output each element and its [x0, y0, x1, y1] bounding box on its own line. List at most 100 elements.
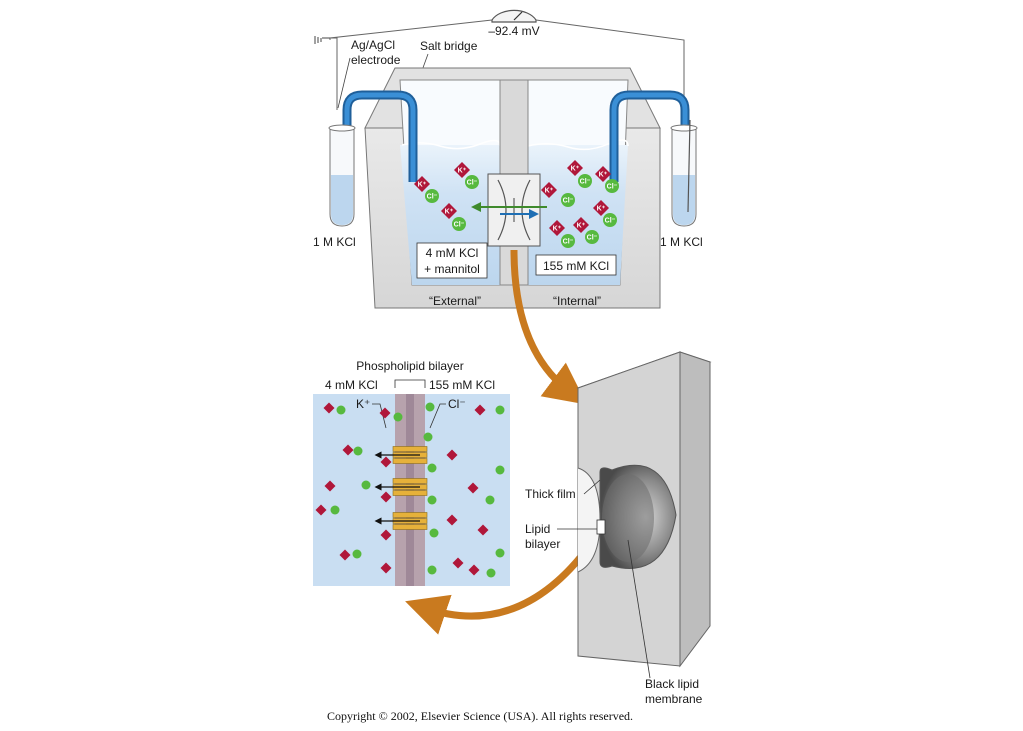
- internal-solution-box: 155 mM KCl: [535, 254, 617, 276]
- voltmeter: –92.4 mV: [488, 9, 540, 38]
- k-ion-badge-text: K⁺: [577, 223, 586, 230]
- k-channel: [392, 512, 428, 518]
- external-label: “External”: [429, 294, 481, 308]
- k-channel: [392, 490, 428, 496]
- cl-ion: [393, 412, 403, 422]
- cl-ion: [361, 480, 371, 490]
- left-tube-label: 1 M KCl: [313, 235, 356, 249]
- k-ion: [342, 444, 354, 456]
- cl-ion: [495, 465, 505, 475]
- right-concentration-label: 155 mM KCl: [429, 378, 495, 392]
- k-ion-badge: [414, 176, 430, 192]
- cl-ion: [486, 568, 496, 578]
- test-tube-right: [670, 124, 698, 227]
- zoom-arrow-down: [510, 249, 587, 405]
- cl-ion-badge: [605, 179, 619, 193]
- zoom-arrow-up: [405, 542, 593, 635]
- k-ion: [477, 524, 489, 536]
- k-ion-badge-text: K⁺: [597, 206, 606, 213]
- cl-ion-badge: [425, 189, 439, 203]
- k-ion: [467, 482, 479, 494]
- cl-ion: [352, 549, 362, 559]
- k-ion: [380, 491, 392, 503]
- k-channel: [392, 524, 428, 530]
- k-ion: [380, 456, 392, 468]
- cl-ion: [353, 446, 363, 456]
- k-ion-badge: [593, 200, 609, 216]
- cl-ion: [425, 402, 435, 412]
- internal-solution-label: 155 mM KCl: [543, 259, 609, 273]
- electrode-label-line1: Ag/AgCl: [351, 38, 395, 52]
- k-ion-badge-text: K⁺: [599, 172, 608, 179]
- cl-ion-badge: [465, 175, 479, 189]
- cl-ion: [423, 432, 433, 442]
- membrane-support-block: [576, 351, 712, 668]
- ground-icon: [314, 36, 330, 44]
- k-channel: [392, 478, 428, 484]
- k-ion-badge: [549, 220, 565, 236]
- k-ion: [380, 562, 392, 574]
- copyright-notice: Copyright © 2002, Elsevier Science (USA)…: [326, 709, 634, 723]
- k-ion-badge-text: K⁺: [553, 226, 562, 233]
- wire-right: [535, 19, 685, 120]
- cl-ion: [495, 405, 505, 415]
- cl-ion: [429, 528, 439, 538]
- cl-ion-badge-text: Cl⁻: [587, 235, 598, 242]
- cl-ion-badge-text: Cl⁻: [563, 239, 574, 246]
- cl-ion: [336, 405, 346, 415]
- cl-ion-badge-text: Cl⁻: [580, 179, 591, 186]
- k-ion-badge-text: K⁺: [418, 182, 427, 189]
- k-ion-badge-text: K⁺: [445, 209, 454, 216]
- cl-ion-label: Cl⁻: [448, 397, 466, 411]
- cl-ion-badge: [603, 213, 617, 227]
- left-concentration-label: 4 mM KCl: [325, 378, 378, 392]
- cl-ion-badge-text: Cl⁻: [467, 180, 478, 187]
- k-ion: [380, 529, 392, 541]
- cl-ion-badge: [452, 217, 466, 231]
- chamber-ions: K⁺K⁺K⁺K⁺K⁺K⁺K⁺K⁺K⁺Cl⁻Cl⁻Cl⁻Cl⁻Cl⁻Cl⁻Cl⁻C…: [414, 160, 619, 248]
- k-ion: [446, 514, 458, 526]
- phospholipid-bilayer-label: Phospholipid bilayer: [356, 359, 463, 373]
- external-solution-box: 4 mM KCl + mannitol: [416, 242, 488, 279]
- k-ion: [315, 504, 327, 516]
- lipid-bilayer-label-line2: bilayer: [525, 537, 560, 551]
- cl-ion-badge-text: Cl⁻: [427, 194, 438, 201]
- voltage-readout: –92.4 mV: [488, 24, 539, 38]
- cl-ion: [495, 548, 505, 558]
- wire-left-to-electrode: [330, 37, 338, 110]
- k-ion: [339, 549, 351, 561]
- black-lipid-membrane-label-line1: Black lipid: [645, 677, 699, 691]
- panel-ions: [315, 402, 505, 578]
- salt-bridge-label: Salt bridge: [420, 39, 478, 53]
- test-tube-left: [328, 124, 356, 227]
- cl-ion-badge: [585, 230, 599, 244]
- wire-left: [329, 19, 493, 40]
- k-ion-badge-text: K⁺: [458, 168, 467, 175]
- k-ion: [446, 449, 458, 461]
- cl-ion: [427, 495, 437, 505]
- k-channel: [392, 458, 428, 464]
- membrane-aperture: [487, 173, 541, 247]
- k-ion: [452, 557, 464, 569]
- electrode-label-line2: electrode: [351, 53, 401, 67]
- external-solution-line1: 4 mM KCl: [426, 246, 479, 260]
- k-ion-badge: [541, 182, 557, 198]
- cl-ion: [427, 565, 437, 575]
- k-ion-badge: [567, 160, 583, 176]
- cl-ion-badge-text: Cl⁻: [563, 198, 574, 205]
- cl-ion: [330, 505, 340, 515]
- cl-ion-badge-text: Cl⁻: [454, 222, 465, 229]
- right-tube-label: 1 M KCl: [660, 235, 703, 249]
- cl-ion-badge: [578, 174, 592, 188]
- k-channel: [392, 446, 428, 452]
- cl-ion-badge: [561, 234, 575, 248]
- k-ion: [379, 407, 391, 419]
- k-ion-label: K⁺: [356, 397, 370, 411]
- external-solution-line2: + mannitol: [424, 262, 480, 276]
- k-ion-badge-text: K⁺: [545, 188, 554, 195]
- thick-film-label: Thick film: [525, 487, 576, 501]
- k-ion: [324, 480, 336, 492]
- black-lipid-membrane-label-line2: membrane: [645, 692, 703, 706]
- cl-ion-badge-text: Cl⁻: [607, 184, 618, 191]
